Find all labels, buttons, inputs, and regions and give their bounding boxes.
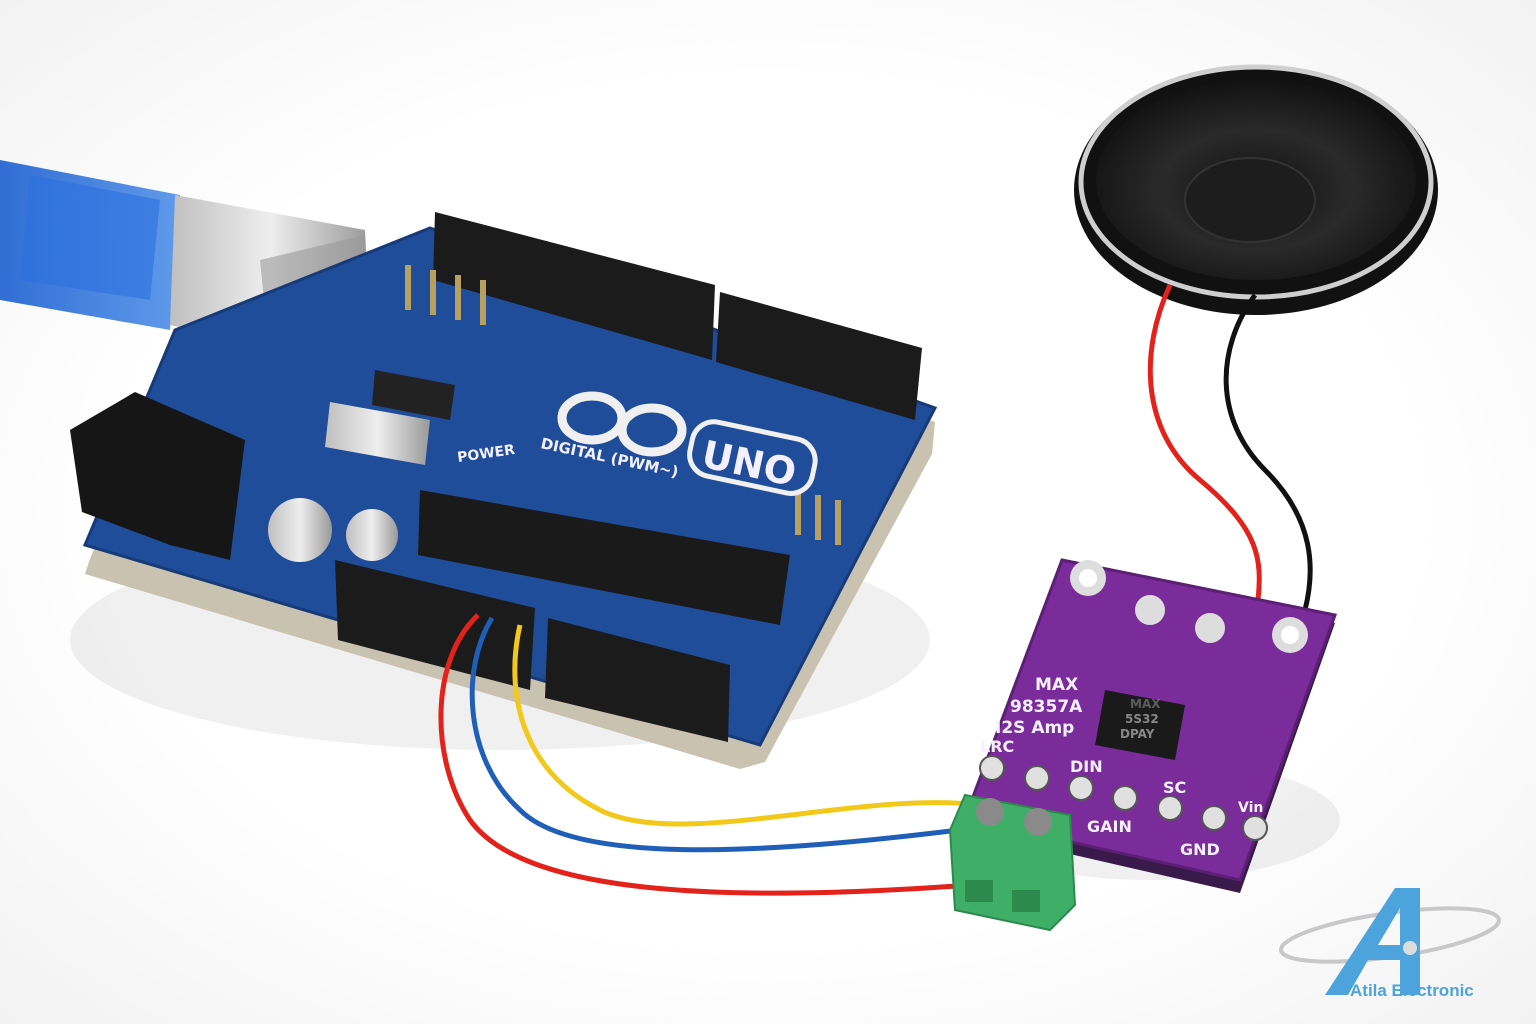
- analog-header: [545, 618, 730, 742]
- screw-terminal: [948, 793, 1077, 932]
- pin-holes: [979, 755, 1268, 841]
- wire-yellow: [512, 624, 981, 827]
- digital-header-2: [716, 292, 922, 420]
- speaker-wire-black: [1223, 293, 1313, 611]
- power-header: [335, 560, 535, 690]
- pin-label-din: DIN: [1070, 757, 1103, 776]
- usb-chip: [372, 370, 455, 420]
- speaker: [1074, 64, 1438, 315]
- crystal: [325, 402, 430, 465]
- amp-chip: [1095, 690, 1185, 760]
- pin-label-lrc: LRC: [980, 737, 1014, 756]
- pin-label-sc: SC: [1163, 778, 1186, 797]
- wire-blue: [469, 616, 976, 853]
- atila-electronic-logo: [1279, 888, 1501, 995]
- arduino-uno-board: UNO DIGITAL (PWM~) POWER: [70, 212, 938, 769]
- logo-text: Atila Electronic: [1350, 981, 1474, 1000]
- arduino-infinity-logo: [557, 391, 687, 457]
- wire-red: [438, 613, 971, 896]
- board-label-2: 98357A: [1010, 697, 1083, 717]
- chip-line-3: DPAY: [1120, 727, 1155, 741]
- capacitor-2: [346, 509, 398, 561]
- board-label-1: MAX: [1035, 675, 1078, 695]
- pin-label-gain: GAIN: [1087, 817, 1132, 836]
- power-jack: [70, 392, 245, 560]
- capacitor-1: [268, 498, 332, 562]
- chip-line-1: MAX: [1130, 697, 1161, 711]
- board-label-3: I2S Amp: [995, 718, 1074, 738]
- atmega-chip: [418, 490, 790, 625]
- digital-header-1: [433, 212, 715, 360]
- speaker-wire-red: [1147, 283, 1262, 601]
- uno-badge: [687, 419, 818, 496]
- pin-label-gnd: GND: [1180, 840, 1220, 859]
- icsp-header: [405, 265, 841, 545]
- pin-label-vin: Vin: [1238, 800, 1263, 816]
- speaker-cone: [1184, 157, 1316, 243]
- chip-line-2: 5S32: [1125, 712, 1159, 726]
